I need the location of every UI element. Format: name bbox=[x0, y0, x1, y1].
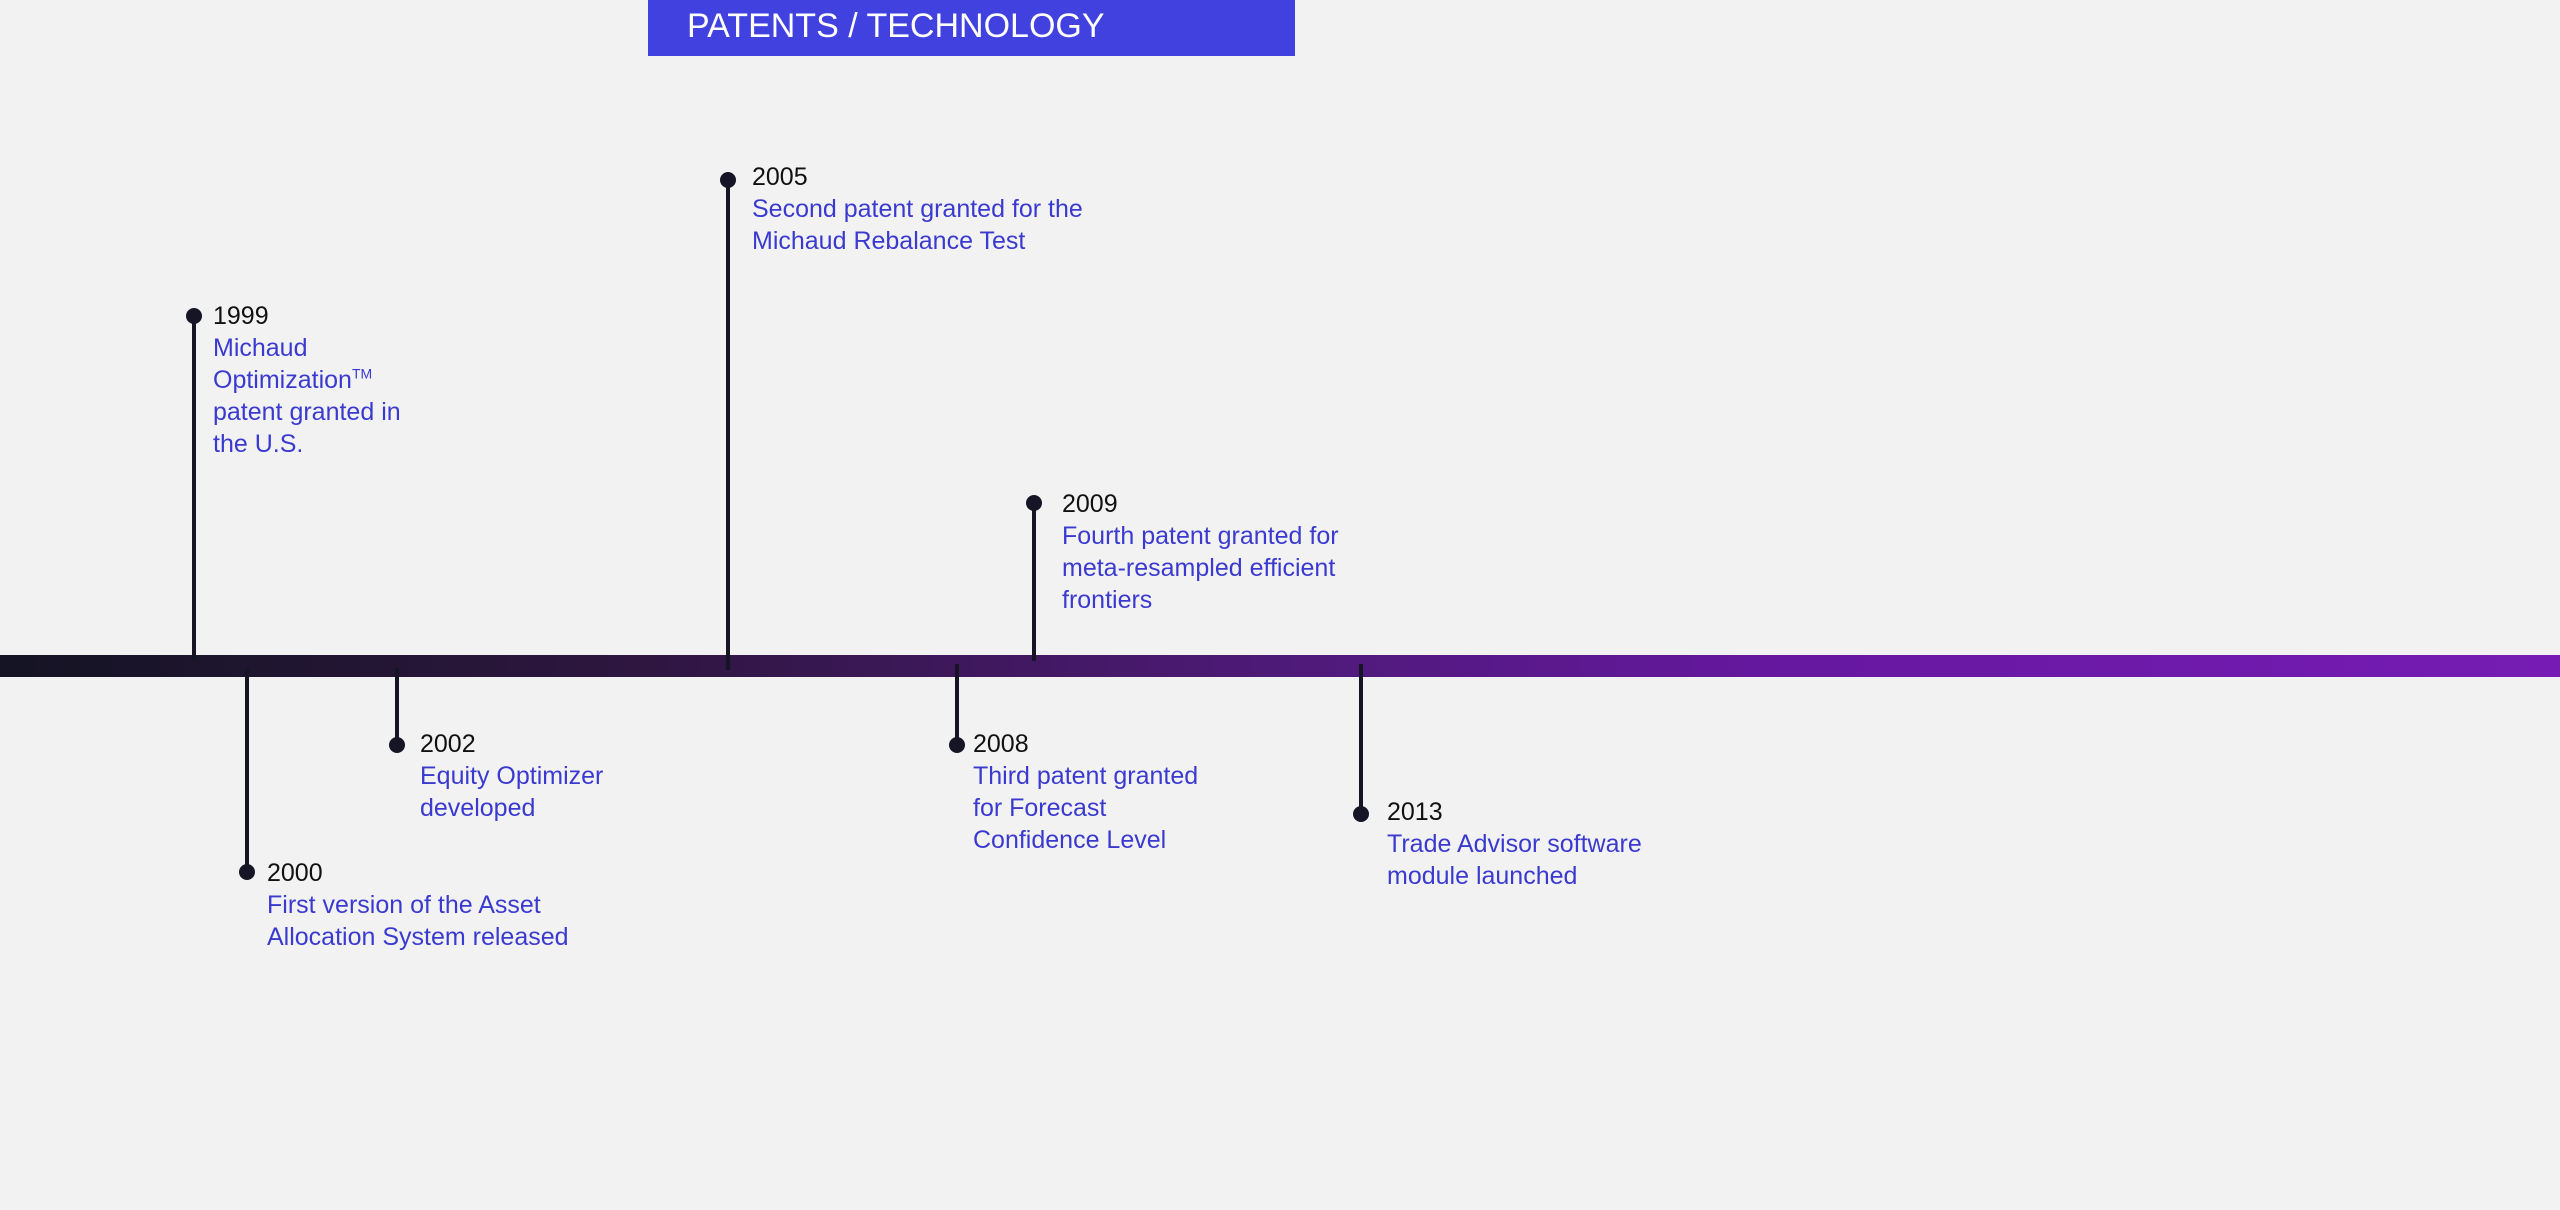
event-marker-1999 bbox=[186, 308, 202, 324]
timeline-bar bbox=[0, 655, 2560, 677]
event-marker-2005 bbox=[720, 172, 736, 188]
page-title: PATENTS / TECHNOLOGY bbox=[687, 7, 1105, 45]
event-year: 2008 bbox=[973, 730, 1029, 758]
event-stem-2002 bbox=[395, 668, 399, 745]
event-description: Second patent granted for the Michaud Re… bbox=[752, 195, 1083, 255]
event-year: 2009 bbox=[1062, 490, 1118, 518]
event-marker-2008 bbox=[949, 737, 965, 753]
event-marker-2000 bbox=[239, 864, 255, 880]
event-year: 2013 bbox=[1387, 798, 1443, 826]
event-2013: 2013 Trade Advisor software module launc… bbox=[1387, 796, 1687, 892]
event-year: 2005 bbox=[752, 163, 808, 191]
event-description: Michaud OptimizationTM patent granted in… bbox=[213, 334, 401, 458]
event-description: Fourth patent granted for meta-resampled… bbox=[1062, 522, 1339, 614]
event-stem-2009 bbox=[1032, 505, 1036, 661]
event-2000: 2000 First version of the Asset Allocati… bbox=[267, 857, 607, 953]
event-year: 2002 bbox=[420, 730, 476, 758]
event-stem-2005 bbox=[726, 180, 730, 670]
header-banner: PATENTS / TECHNOLOGY bbox=[648, 0, 1295, 56]
event-2009: 2009 Fourth patent granted for meta-resa… bbox=[1062, 488, 1377, 616]
event-year: 2000 bbox=[267, 859, 323, 887]
event-description: First version of the Asset Allocation Sy… bbox=[267, 891, 569, 951]
event-description: Third patent granted for Forecast Confid… bbox=[973, 762, 1199, 854]
event-2005: 2005 Second patent granted for the Micha… bbox=[752, 161, 1152, 257]
trademark-mark: TM bbox=[351, 365, 373, 382]
event-year: 1999 bbox=[213, 302, 269, 330]
event-marker-2013 bbox=[1353, 806, 1369, 822]
event-marker-2002 bbox=[389, 737, 405, 753]
event-2002: 2002 Equity Optimizer developed bbox=[420, 728, 650, 824]
event-stem-2013 bbox=[1359, 664, 1363, 814]
event-stem-1999 bbox=[192, 316, 196, 661]
event-1999: 1999 Michaud OptimizationTM patent grant… bbox=[213, 300, 433, 460]
event-description: Trade Advisor software module launched bbox=[1387, 830, 1642, 890]
event-2008: 2008 Third patent granted for Forecast C… bbox=[973, 728, 1218, 856]
event-marker-2009 bbox=[1026, 495, 1042, 511]
event-stem-2008 bbox=[955, 664, 959, 745]
event-description: Equity Optimizer developed bbox=[420, 762, 604, 822]
event-stem-2000 bbox=[245, 668, 249, 872]
